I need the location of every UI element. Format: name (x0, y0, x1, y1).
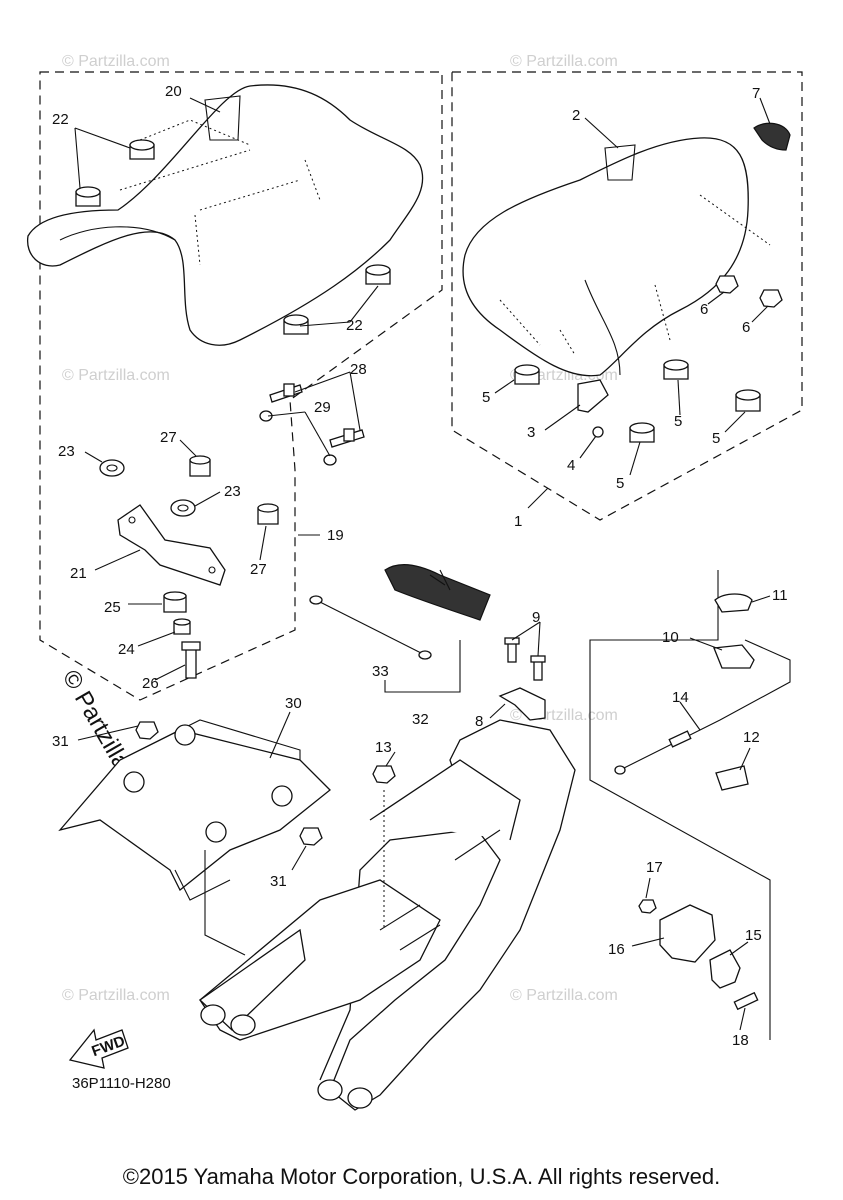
bracket-16 (659, 904, 716, 963)
seat-lock-cable-14 (614, 639, 791, 775)
damper-22 (75, 139, 391, 335)
callout-33: 33 (372, 663, 389, 680)
callout-1: 1 (514, 513, 522, 530)
callout-20: 20 (165, 83, 182, 100)
watermark: © Partzilla.com (62, 367, 170, 384)
nut-6 (715, 275, 783, 308)
callout-27: 27 (160, 429, 177, 446)
damper-5 (514, 359, 761, 443)
watermark: © Partzilla.com (62, 53, 170, 70)
callout-32: 32 (412, 711, 429, 728)
bolt-17 (638, 899, 657, 914)
callout-12: 12 (743, 729, 760, 746)
callouts: 20 22 22 28 29 27 23 23 19 21 27 25 24 2… (52, 83, 788, 1049)
callout-7: 7 (752, 85, 760, 102)
bolt-26 (181, 641, 201, 679)
callout-26: 26 (142, 675, 159, 692)
seat-handle-7 (753, 122, 791, 151)
fwd-arrow-icon: FWD (68, 1028, 129, 1069)
seat-belt-32 (384, 563, 491, 621)
callout-13: 13 (375, 739, 392, 756)
bolt-18 (733, 991, 759, 1011)
lock-bracket-10 (713, 644, 755, 669)
damper-25 (163, 591, 187, 613)
callout-31: 31 (52, 733, 69, 750)
callout-10: 10 (662, 629, 679, 646)
copyright-notice: ©2015 Yamaha Motor Corporation, U.S.A. A… (122, 1164, 721, 1189)
callout-4: 4 (567, 457, 575, 474)
callout-5: 5 (616, 475, 624, 492)
leader-32-bracket (384, 640, 461, 693)
bracket-8 (498, 687, 546, 721)
passenger-seat (462, 137, 771, 377)
callout-21: 21 (70, 565, 87, 582)
callout-17: 17 (646, 859, 663, 876)
callout-2: 2 (572, 107, 580, 124)
watermark: © Partzilla.com (510, 987, 618, 1004)
callout-23: 23 (224, 483, 241, 500)
nut-13 (372, 765, 396, 784)
callout-25: 25 (104, 599, 121, 616)
hook-30 (58, 719, 331, 901)
callout-11: 11 (772, 587, 788, 604)
rider-seat (27, 84, 424, 346)
group-box-seat-lock (589, 570, 771, 1040)
holder-12 (715, 765, 749, 791)
callout-3: 3 (527, 424, 535, 441)
seat-bracket (117, 504, 226, 586)
callout-30: 30 (285, 695, 302, 712)
callout-28: 28 (350, 361, 367, 378)
group-box-passenger-seat (451, 71, 803, 521)
seat-lock-striker (577, 379, 609, 438)
seat-strap-33 (309, 595, 432, 660)
grommet-23 (99, 459, 196, 517)
cover-11 (714, 593, 753, 613)
callout-18: 18 (732, 1032, 749, 1049)
callout-9: 9 (532, 609, 540, 626)
bolt-9 (504, 637, 546, 681)
callout-22: 22 (346, 317, 363, 334)
callout-29: 29 (314, 399, 331, 416)
leader-hook-frame (204, 850, 246, 956)
damper-27 (189, 455, 279, 525)
callout-15: 15 (745, 927, 762, 944)
callout-5: 5 (674, 413, 682, 430)
rear-frame (198, 719, 576, 1111)
group-box-rider-seat (39, 71, 443, 701)
watermark: © Partzilla.com (62, 987, 170, 1004)
diagram-code: 36P1110-H280 (72, 1075, 171, 1092)
callout-5: 5 (482, 389, 490, 406)
callout-31: 31 (270, 873, 287, 890)
callout-23: 23 (58, 443, 75, 460)
leader-lines (74, 97, 771, 1031)
callout-16: 16 (608, 941, 625, 958)
lever-15 (709, 949, 741, 989)
bolt-31 (135, 721, 323, 846)
callout-24: 24 (118, 641, 135, 658)
callout-6: 6 (700, 301, 708, 318)
callout-22: 22 (52, 111, 69, 128)
bolt-28 (259, 383, 365, 466)
callout-8: 8 (475, 713, 483, 730)
watermark: © Partzilla.com (510, 53, 618, 70)
callout-6: 6 (742, 319, 750, 336)
collar-24 (173, 618, 191, 635)
callout-14: 14 (672, 689, 689, 706)
callout-27: 27 (250, 561, 267, 578)
callout-5: 5 (712, 430, 720, 447)
callout-19: 19 (327, 527, 344, 544)
